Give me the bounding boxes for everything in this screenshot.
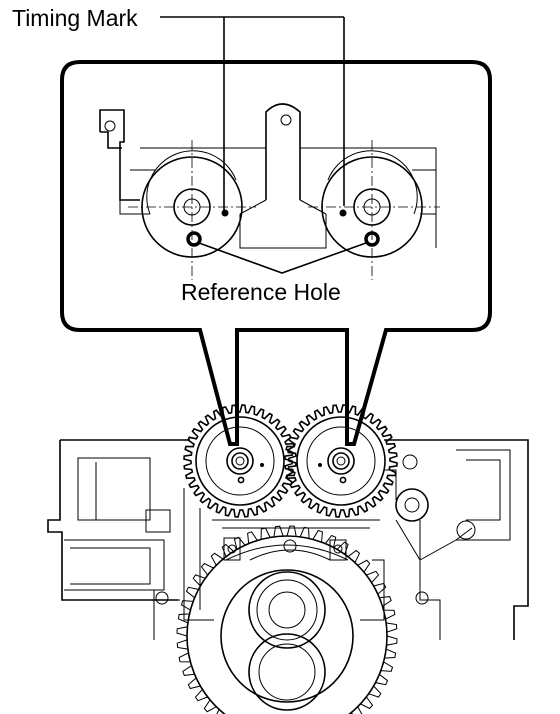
right-camshaft-gear [284,404,398,518]
engine-block-outline [47,439,529,640]
detail-callout-frame [60,60,492,446]
reference-hole-label: Reference Hole [181,279,341,305]
detail-timing-marks [221,209,347,217]
timing-mark-leader-lines [160,16,345,210]
crankshaft-gear [176,525,398,714]
detail-camshaft-housing [99,103,440,280]
reference-hole-leader-lines [198,242,367,274]
timing-mark-label: Timing Mark [12,5,138,31]
detail-reference-holes [186,231,380,247]
left-camshaft-gear [183,404,297,518]
